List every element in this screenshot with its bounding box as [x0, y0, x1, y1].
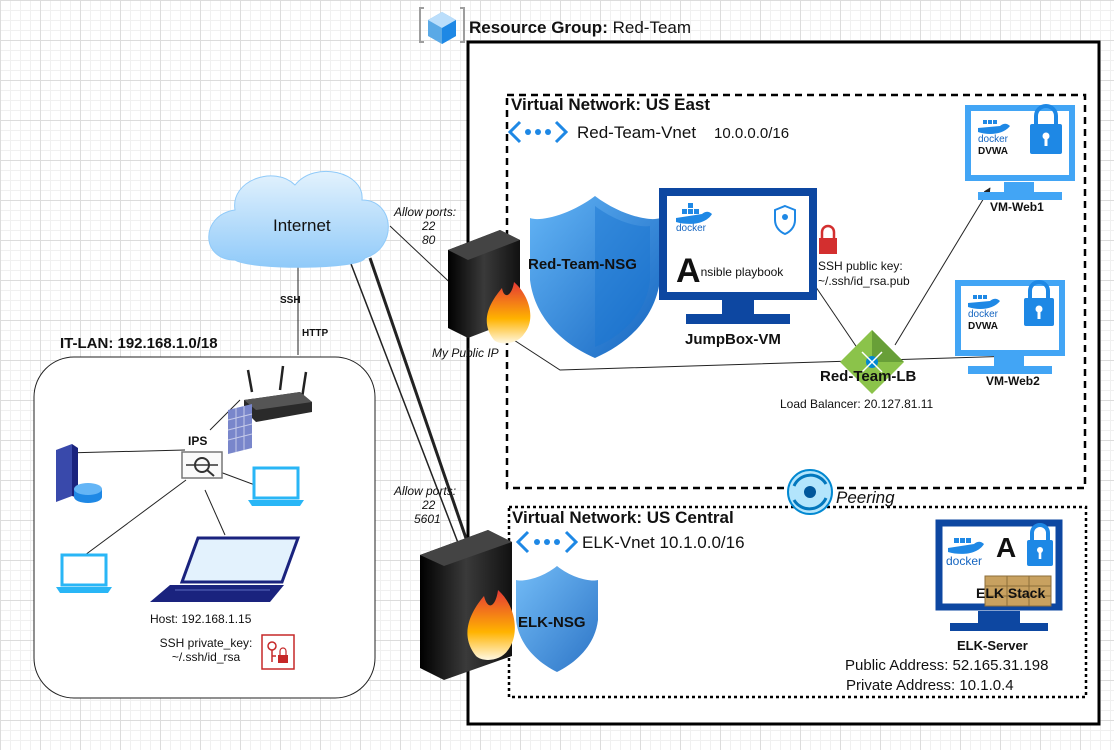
laptop-icon — [248, 466, 304, 506]
shield-icon — [516, 566, 598, 672]
ips-icon — [181, 451, 223, 479]
vnet-east-title: Virtual Network: US East — [511, 95, 711, 114]
laptop-icon — [150, 536, 301, 602]
monitor-icon — [659, 188, 817, 324]
elk-nsg-label: ELK-NSG — [518, 614, 586, 631]
allow-ports-top: Allow ports: 22 80 — [394, 205, 457, 247]
vnet-central-title: Virtual Network: US Central — [512, 508, 734, 527]
ssh-private-key-label: SSH private_key:~/.ssh/id_rsa — [159, 636, 253, 664]
resource-group-icon — [419, 7, 465, 44]
lb-description: Load Balancer: 20.127.81.11 — [780, 397, 934, 411]
vnet-east-name: Red-Team-Vnet — [577, 123, 697, 142]
laptop-icon — [56, 553, 112, 593]
vnet-central-name: ELK-Vnet 10.1.0.0/16 — [582, 533, 745, 552]
docker-icon — [978, 120, 1010, 134]
docker-icon — [948, 538, 984, 554]
firewall-icon — [448, 230, 531, 344]
shield-icon — [530, 196, 660, 358]
router-icon — [244, 365, 312, 422]
web2-docker-label: docker — [968, 309, 999, 320]
firewall-wall-icon — [227, 404, 253, 454]
host-label: Host: 192.168.1.15 — [150, 612, 252, 626]
cloud-icon — [208, 170, 389, 268]
my-public-ip-label: My Public IP — [432, 346, 499, 360]
web2-app-label: DVWA — [968, 321, 998, 332]
lock-icon — [1024, 280, 1054, 326]
lock-icon — [1027, 523, 1053, 566]
resource-group-title: Resource Group: Red-Team — [469, 18, 692, 37]
vnet-icon — [515, 530, 579, 554]
monitor-icon — [955, 280, 1065, 374]
lb-name: Red-Team-LB — [820, 368, 917, 385]
elk-server-name: ELK-Server — [957, 638, 1028, 653]
elk-public-address: Public Address: 52.165.31.198 — [845, 657, 1049, 674]
peering-label: Peering — [836, 488, 895, 507]
load-balancer-icon — [840, 330, 904, 394]
ssh-link-label: SSH — [280, 295, 301, 306]
ssh-public-key-label: SSH public key:~/.ssh/id_rsa.pub — [818, 259, 910, 288]
jumpbox-name: JumpBox-VM — [685, 331, 781, 348]
key-icon — [261, 634, 295, 670]
it-lan-title: IT-LAN: 192.168.1.0/18 — [60, 335, 218, 352]
server-icon — [56, 444, 102, 503]
vnet-icon — [507, 120, 569, 144]
elk-docker-label: docker — [946, 554, 983, 568]
docker-icon — [968, 295, 1000, 309]
allow-ports-bottom: Allow ports: 22 5601 — [394, 484, 457, 526]
web1-app-label: DVWA — [978, 146, 1008, 157]
internet-label: Internet — [273, 216, 331, 235]
red-nsg-label: Red-Team-NSG — [528, 256, 637, 273]
it-lan-box — [33, 356, 376, 699]
web1-name: VM-Web1 — [990, 200, 1044, 214]
elk-private-address: Private Address: 10.1.0.4 — [846, 677, 1014, 694]
docker-icon — [676, 203, 712, 224]
elk-stack-box-icon — [984, 575, 1052, 607]
firewall-icon — [420, 530, 515, 680]
elk-stack-label: ELK Stack — [976, 585, 1046, 601]
jumpbox-docker-label: docker — [676, 223, 707, 234]
lock-icon — [1030, 104, 1062, 154]
vnet-east-cidr: 10.0.0.0/16 — [714, 125, 790, 142]
web2-name: VM-Web2 — [986, 374, 1040, 388]
web1-docker-label: docker — [978, 134, 1009, 145]
peering-icon — [787, 469, 833, 515]
ansible-playbook-label: Ansible playbook — [676, 252, 784, 290]
http-link-label: HTTP — [302, 328, 329, 339]
lock-icon — [819, 224, 837, 254]
elk-ansible-letter: A — [996, 532, 1017, 563]
ips-label: IPS — [188, 434, 208, 448]
